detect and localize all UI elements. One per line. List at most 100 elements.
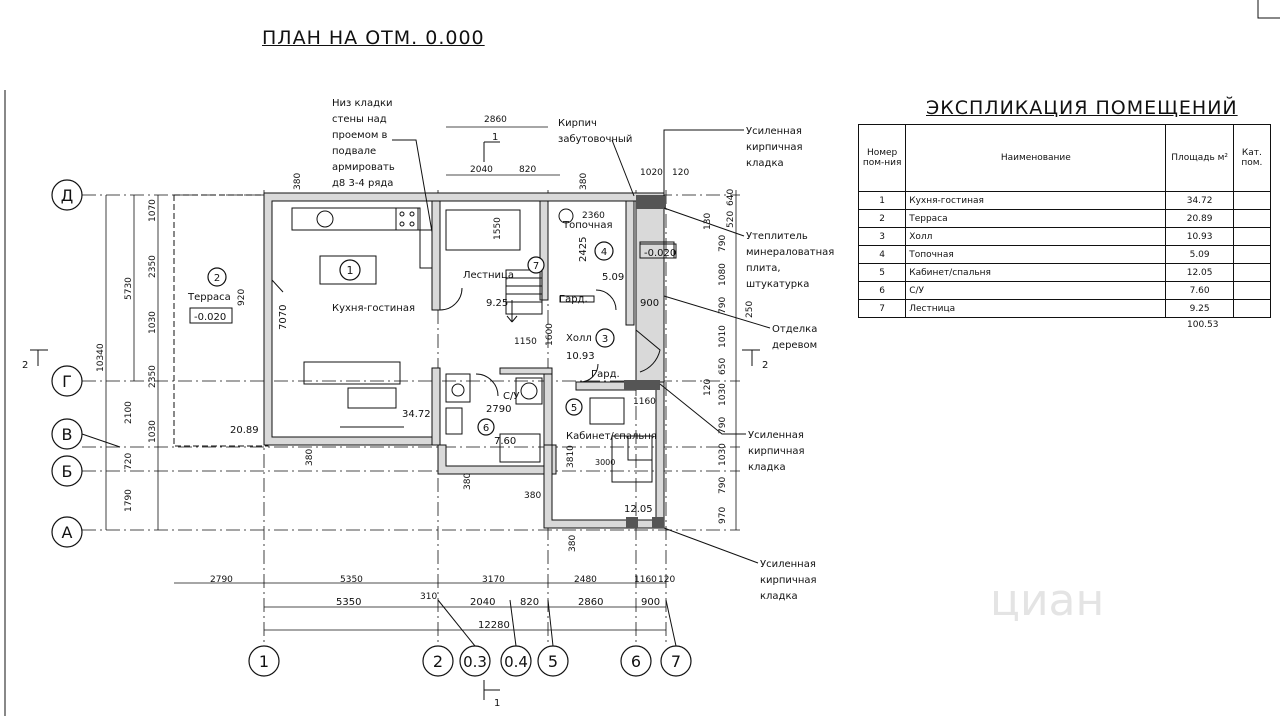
kitchen-furniture — [291, 207, 433, 428]
boiler-icon — [558, 208, 574, 224]
dim-top-820: 820 — [519, 165, 536, 175]
note-wood-2: деревом — [772, 340, 817, 351]
note-reinf2-2: кирпичная — [748, 446, 805, 457]
annotations: Низ кладки стены над проемом в подвале а… — [332, 98, 834, 602]
dim-inner-900: 900 — [640, 298, 659, 309]
dim-left-10340: 10340 — [96, 343, 106, 372]
dim-right-1080: 1080 — [718, 263, 728, 286]
axis-label-b: Б — [62, 462, 73, 481]
section-mark-bottom: 1 — [494, 698, 500, 709]
reinforced-masonry-hatch — [652, 517, 664, 528]
door-swing — [635, 329, 661, 373]
dim-right-1010: 1010 — [718, 325, 728, 348]
bathroom-fixtures — [445, 373, 543, 463]
room-name-wc: С/У — [503, 391, 519, 402]
note-brick-1: Кирпич — [558, 118, 597, 129]
legend-total: 100.53 — [1187, 320, 1219, 330]
room-name-stairs: Лестница — [463, 270, 514, 281]
axis-label-7: 7 — [671, 652, 681, 671]
dim-right-250: 250 — [745, 301, 755, 318]
dim-inner-2790: 2790 — [486, 404, 511, 415]
legend-area: 9.25 — [1165, 299, 1234, 318]
dim-b1-2790: 2790 — [210, 575, 233, 585]
section-mark-left: 2 — [22, 360, 28, 371]
legend-cat — [1232, 299, 1272, 318]
axis-bubbles-letters: Д Г В Б А — [51, 179, 121, 548]
stairs — [445, 209, 543, 323]
dimension-labels: 2860 2040 820 380 380 1020 120 2360 2790… — [96, 115, 755, 631]
axis-label-2: 2 — [433, 652, 443, 671]
axis-label-1: 1 — [259, 652, 269, 671]
note-reinf1-2: кирпичная — [746, 142, 803, 153]
wardrobe-door — [559, 289, 617, 311]
dim-inner-1550: 1550 — [493, 217, 503, 240]
reinforced-masonry-hatch — [624, 380, 660, 390]
note-masonry-4: подвале — [332, 146, 376, 157]
room-name-kitchen: Кухня-гостиная — [332, 303, 415, 314]
dim-top-120: 120 — [672, 168, 689, 178]
dim-inner-2425: 2425 — [578, 237, 589, 262]
door-swing — [579, 363, 599, 383]
dim-left-2350a: 2350 — [148, 255, 158, 278]
dim-b1-1160: 1160 — [634, 575, 657, 585]
reinforced-masonry-hatch — [636, 195, 666, 209]
dim-inner-380d: 380 — [568, 535, 578, 552]
dim-top-2040: 2040 — [470, 165, 493, 175]
dim-b1-5350: 5350 — [340, 575, 363, 585]
dim-left-1070: 1070 — [148, 199, 158, 222]
horizontal-axis-lines — [82, 194, 740, 531]
axis-label-0-4: 0.4 — [504, 653, 528, 671]
dim-inner-7070: 7070 — [278, 305, 289, 330]
note-insul-1: Утеплитель — [746, 231, 808, 242]
dim-inner-380c: 380 — [524, 491, 541, 501]
dim-inner-3810: 3810 — [566, 445, 576, 468]
terrace-level: -0.020 — [194, 312, 226, 323]
dim-left-720: 720 — [124, 453, 134, 470]
note-brick-2: забутовочный — [558, 134, 632, 145]
room-area-stairs: 9.25 — [486, 298, 508, 309]
note-masonry-2: стены над — [332, 114, 387, 125]
sheet-corner-mark — [1257, 0, 1280, 19]
note-reinf3-1: Усиленная — [760, 559, 816, 570]
door-swing — [439, 287, 463, 311]
room-labels: 1 Кухня-гостиная 34.72 2 Терраса -0.020 … — [187, 220, 677, 515]
room-name-wardrobe-1: Гард. — [559, 294, 588, 305]
dim-left-1030b: 1030 — [148, 420, 158, 443]
room-area-kitchen: 34.72 — [402, 409, 431, 420]
room-name-boiler: Топочная — [562, 220, 612, 231]
dim-inner-3000: 3000 — [595, 458, 615, 467]
dim-b1-2480: 2480 — [574, 575, 597, 585]
axis-label-g: Г — [62, 372, 72, 391]
dim-top-380b: 380 — [579, 173, 589, 190]
dim-right-790a: 790 — [718, 235, 728, 252]
dim-b2-900: 900 — [641, 597, 660, 608]
dim-b1-3170: 3170 — [482, 575, 505, 585]
cabinet-furniture — [589, 397, 653, 483]
axis-label-0-3: 0.3 — [463, 653, 487, 671]
room-name-hall: Холл — [566, 333, 592, 344]
dim-b1-120: 120 — [658, 575, 675, 585]
note-insul-4: штукатурка — [746, 279, 809, 290]
dim-inner-1160: 1160 — [633, 397, 656, 407]
dim-left-1790: 1790 — [124, 489, 134, 512]
room-area-hall: 10.93 — [566, 351, 595, 362]
note-masonry-6: д8 3-4 ряда — [332, 178, 393, 189]
legend-header-cat: Кат. пом. — [1232, 124, 1272, 192]
legend-num: 7 — [857, 299, 907, 318]
legend-header-num: Номер пом-ния — [857, 124, 907, 192]
room-num-hall: 3 — [602, 334, 608, 345]
door-swing — [475, 373, 499, 397]
dim-top-380a: 380 — [293, 173, 303, 190]
dim-b2-820: 820 — [520, 597, 539, 608]
legend-header-name: Наименование — [905, 124, 1167, 192]
axis-label-d: Д — [61, 186, 74, 205]
watermark: циан — [990, 575, 1104, 626]
room-legend-table: Номер пом-ния Наименование Площадь м² Ка… — [857, 124, 1272, 318]
note-masonry-5: армировать — [332, 162, 395, 173]
dim-b2-2040: 2040 — [470, 597, 495, 608]
dim-inner-1600: 1600 — [545, 323, 555, 346]
room-num-boiler: 4 — [601, 247, 607, 258]
section-mark-right: 2 — [762, 360, 768, 371]
reinforced-masonry-hatch — [626, 517, 638, 528]
